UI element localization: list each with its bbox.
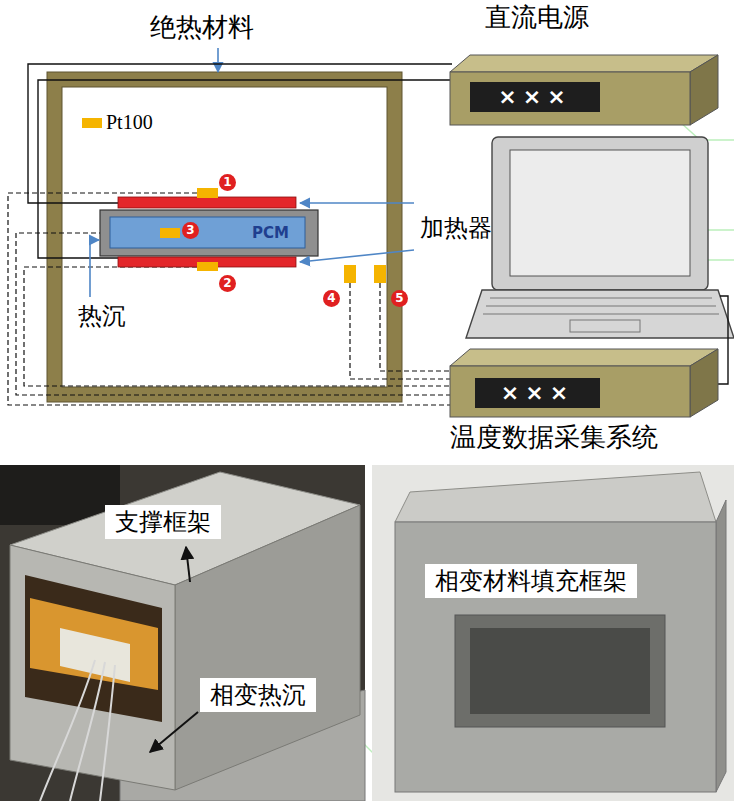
fill-frame-front [395, 522, 716, 792]
insulation-wall [47, 72, 402, 402]
display-readout: ××× [470, 82, 600, 112]
legend-swatch [82, 118, 102, 128]
daq-side [690, 349, 718, 417]
laptop-screen [510, 150, 690, 276]
part-label: 绝热材料 [150, 10, 254, 46]
pt100-sensor [374, 265, 386, 283]
pt100-sensor [197, 262, 218, 271]
daq-front [450, 366, 690, 417]
pt100-sensor [344, 265, 356, 283]
fill-frame-opening [455, 615, 665, 727]
leader-line [90, 240, 99, 297]
power-wires [28, 64, 452, 258]
callout-number: 5 [391, 290, 408, 307]
callout-number: 3 [182, 222, 199, 239]
sensor-wire [16, 233, 450, 395]
display-readout: ××× [475, 378, 600, 408]
heater-plate [60, 628, 130, 682]
laptop-lid [492, 137, 708, 290]
insulation-cavity [62, 87, 387, 387]
kapton-film [30, 598, 158, 690]
key-row [490, 298, 712, 299]
part-label: 热沉 [78, 300, 126, 332]
callout-number: 2 [219, 275, 236, 292]
photo-wire [100, 665, 115, 801]
frame-side [175, 505, 360, 790]
leader-line [150, 712, 198, 752]
laptop-base [466, 290, 734, 338]
callout-number: 4 [323, 290, 340, 307]
sensor-wire [380, 283, 450, 371]
callout-number: 1 [219, 174, 236, 191]
sensor-wires [8, 193, 450, 405]
pcm-label: PCM [252, 224, 289, 242]
pcm-block: PCM [110, 217, 305, 248]
data-acquisition: ××× 温度数据采集系统 [450, 378, 720, 456]
callout-text: 相变材料填充框架 [435, 565, 627, 597]
key-row [486, 306, 716, 307]
laptop-keys [483, 298, 719, 332]
fill-frame-top [395, 472, 716, 522]
touchpad [570, 320, 640, 332]
power-wire [38, 80, 452, 258]
pcm-fill [110, 217, 305, 248]
daq-top [450, 349, 718, 366]
photo-callout: 相变热沉 [200, 678, 316, 712]
sensor-wire [350, 283, 450, 379]
device-title: 直流电源 [485, 0, 589, 36]
power-supply-side [690, 55, 718, 125]
photo-callout: 相变材料填充框架 [425, 564, 637, 598]
fill-frame-side [716, 500, 726, 792]
leader-line [217, 48, 219, 72]
power-supply-front [450, 72, 690, 125]
legend-text: Pt100 [106, 108, 153, 136]
sensor-wire [8, 193, 450, 405]
frame-opening [25, 575, 162, 722]
photo-wire [40, 660, 95, 801]
pt100-sensor [160, 228, 180, 238]
power-wire [28, 64, 452, 203]
fill-frame-cavity [470, 628, 650, 714]
photo-wires [40, 660, 115, 801]
photo-background [0, 465, 365, 801]
photo-background [372, 465, 734, 801]
photo-callout: 支撑框架 [105, 505, 221, 539]
power-supply: 直流电源 ××× [450, 0, 720, 112]
callout-text: 相变热沉 [210, 679, 306, 711]
part-label: 加热器 [420, 212, 492, 244]
power-supply-top [450, 55, 718, 72]
heater [118, 197, 296, 208]
leader-line [186, 547, 190, 582]
heat-sink [100, 210, 318, 256]
sensor-wire [24, 267, 450, 386]
leader-line [300, 250, 414, 262]
photo-wire [70, 662, 105, 801]
pt100-sensor [197, 188, 218, 198]
key-row [483, 314, 719, 315]
leader-line [300, 202, 414, 204]
device-title: 温度数据采集系统 [450, 420, 658, 456]
callout-text: 支撑框架 [115, 506, 211, 538]
